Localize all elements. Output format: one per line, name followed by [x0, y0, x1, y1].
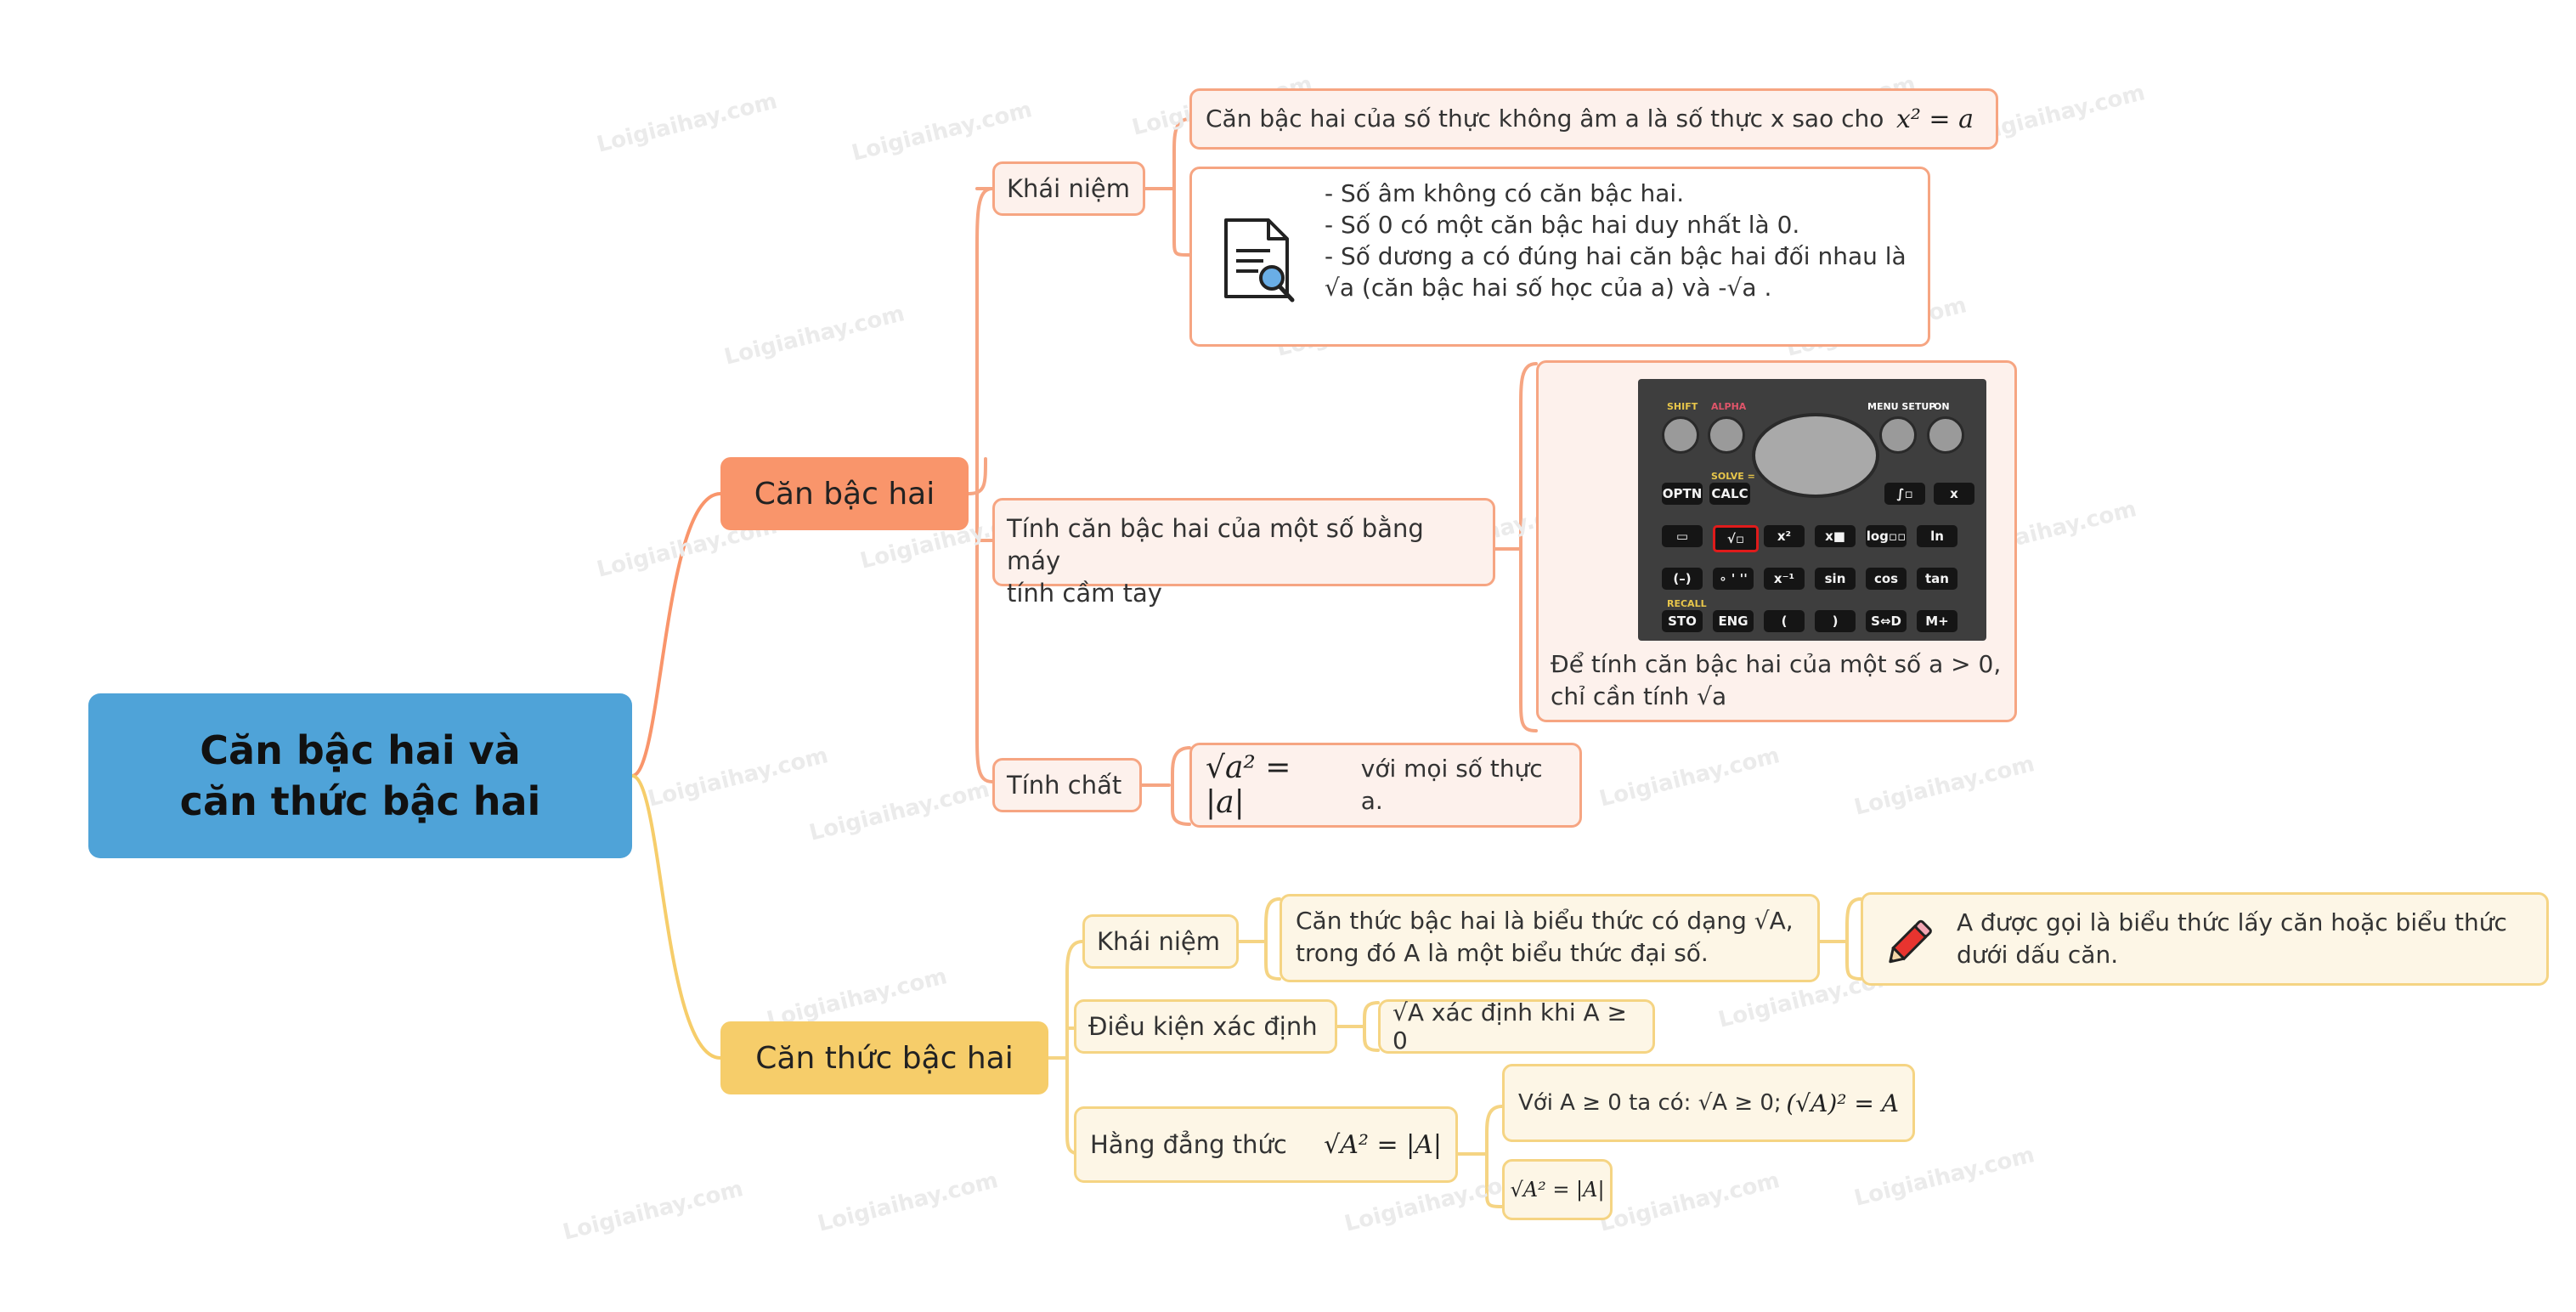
node-ctbh-definition[interactable]: Căn thức bậc hai là biểu thức có dạng √A… [1280, 894, 1820, 982]
calc-label-alpha: ALPHA [1711, 401, 1747, 412]
calc-key: ∘ ' '' [1713, 568, 1754, 590]
hang-dang-thuc-label: Hằng đẳng thức [1090, 1130, 1287, 1159]
hang-dang-thuc-formula: √A² = |A| [1324, 1129, 1442, 1160]
calc-key: CALC [1709, 483, 1750, 505]
node-hdt-item2[interactable]: √A² = |A| [1502, 1159, 1613, 1220]
caption-line2: chỉ cần tính √a [1551, 682, 1727, 710]
definition-text: Căn bậc hai của số thực không âm a là số… [1206, 105, 1884, 133]
ctbh-def-line2: trong đó A là một biểu thức đại số. [1296, 939, 1709, 967]
calculator-image: SHIFT ALPHA MENU SETUP ON SOLVE = RECALL… [1638, 379, 1986, 641]
document-search-icon [1224, 218, 1295, 303]
note-line: - Số âm không có căn bậc hai. [1325, 179, 1685, 207]
calc-key: ∫▫ [1884, 483, 1925, 505]
notes-text: - Số âm không có căn bậc hai. - Số 0 có … [1325, 178, 1919, 303]
node-khai-niem-ctbh[interactable]: Khái niệm [1082, 914, 1239, 969]
calc-key: tan [1917, 568, 1957, 590]
root-node[interactable]: Căn bậc hai và căn thức bậc hai [88, 693, 632, 858]
calc-label-menu: MENU SETUP [1867, 401, 1936, 412]
may-tinh-line2: tính cầm tay [1007, 579, 1162, 608]
calc-key: M+ [1917, 610, 1957, 632]
calc-key: ENG [1713, 610, 1754, 632]
node-dieu-kien-text[interactable]: √A xác định khi A ≥ 0 [1378, 998, 1655, 1055]
node-dieu-kien[interactable]: Điều kiện xác định [1074, 999, 1337, 1054]
hdt-item2-formula: √A² = |A| [1510, 1178, 1605, 1202]
calc-round-key [1927, 416, 1964, 454]
note-line: - Số 0 có một căn bậc hai duy nhất là 0. [1325, 211, 1800, 239]
calc-label-solve: SOLVE = [1711, 471, 1755, 482]
definition-formula: x² = a [1895, 104, 1974, 134]
calc-key: OPTN [1662, 483, 1703, 505]
note-line: √a (căn bậc hai số học của a) và -√a . [1325, 274, 1772, 302]
calc-key: ( [1764, 610, 1805, 632]
calc-round-key [1662, 416, 1699, 454]
node-hdt-item1[interactable]: Với A ≥ 0 ta có: √A ≥ 0; (√A)² = A [1502, 1064, 1915, 1142]
calc-key: x [1934, 483, 1974, 505]
calc-key: S⇔D [1866, 610, 1907, 632]
root-title-line2: căn thức bậc hai [179, 778, 541, 824]
node-khai-niem-cbh[interactable]: Khái niệm [992, 161, 1145, 216]
ctbh-def-line1: Căn thức bậc hai là biểu thức có dạng √A… [1296, 907, 1794, 935]
tinh-chat-formula: √a² = |a| [1206, 750, 1291, 820]
branch-can-thuc-bac-hai[interactable]: Căn thức bậc hai [720, 1021, 1048, 1094]
calc-key: (–) [1662, 568, 1703, 590]
calculator-caption: Để tính căn bậc hai của một số a > 0, ch… [1551, 648, 2009, 713]
tinh-chat-text: với mọi số thực a. [1360, 755, 1543, 815]
calc-key: STO [1662, 610, 1703, 632]
calc-label-recall: RECALL [1667, 598, 1707, 609]
calc-round-key [1708, 416, 1745, 454]
calc-key: cos [1866, 568, 1907, 590]
node-definition[interactable]: Căn bậc hai của số thực không âm a là số… [1189, 88, 1998, 150]
calc-key: x² [1764, 525, 1805, 547]
node-tinh-chat-formula[interactable]: √a² = |a| với mọi số thực a. [1189, 743, 1582, 828]
calc-key: ) [1815, 610, 1856, 632]
calc-round-key [1879, 416, 1917, 454]
calc-key: sin [1815, 568, 1856, 590]
node-may-tinh[interactable]: Tính căn bậc hai của một số bằng máy tín… [992, 498, 1495, 608]
may-tinh-line1: Tính căn bậc hai của một số bằng máy [1007, 514, 1424, 575]
node-ctbh-note[interactable]: A được gọi là biểu thức lấy căn hoặc biể… [1861, 892, 2549, 986]
caption-line1: Để tính căn bậc hai của một số a > 0, [1551, 650, 2002, 678]
hdt-item1-text: Với A ≥ 0 ta có: √A ≥ 0; [1518, 1090, 1782, 1116]
note-line: - Số dương a có đúng hai căn bậc hai đối… [1325, 242, 1907, 270]
calc-label-shift: SHIFT [1667, 401, 1698, 412]
ctbh-note-text: A được gọi là biểu thức lấy căn hoặc biể… [1957, 907, 2534, 971]
node-tinh-chat[interactable]: Tính chất [992, 758, 1142, 812]
calc-sqrt-key-highlighted: √▫ [1713, 525, 1759, 552]
pencil-icon [1889, 919, 1932, 964]
ctbh-note-line2: dưới dấu căn. [1957, 941, 2119, 969]
calc-key: x■ [1815, 525, 1856, 547]
calc-replay-pad [1752, 413, 1879, 498]
ctbh-note-line1: A được gọi là biểu thức lấy căn hoặc biể… [1957, 908, 2507, 936]
calc-key: ln [1917, 525, 1957, 547]
node-hang-dang-thuc[interactable]: Hằng đẳng thức √A² = |A| [1074, 1106, 1458, 1183]
calc-key: x⁻¹ [1764, 568, 1805, 590]
calc-label-on: ON [1934, 401, 1950, 412]
branch-can-bac-hai[interactable]: Căn bậc hai [720, 457, 969, 530]
calc-key: ▭ [1662, 525, 1703, 547]
node-notes[interactable]: - Số âm không có căn bậc hai. - Số 0 có … [1189, 167, 1930, 347]
root-title-line1: Căn bậc hai và [200, 727, 521, 773]
hdt-item1-formula: (√A)² = A [1786, 1089, 1899, 1117]
calc-key: log▫▫ [1866, 525, 1907, 547]
